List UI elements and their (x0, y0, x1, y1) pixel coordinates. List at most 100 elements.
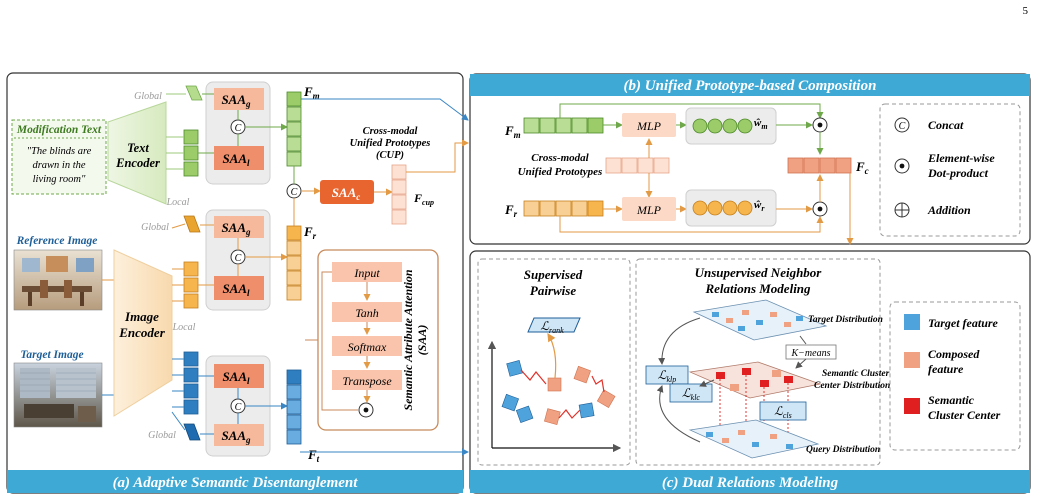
saa-step-transpose: Transpose (342, 374, 392, 388)
panel-a-caption: (a) Adaptive Semantic Disentanglement (113, 475, 359, 491)
pb-mlp-bottom (622, 197, 676, 221)
l-klp-label: ℒklp (658, 368, 676, 384)
legend-addition-icon (894, 202, 910, 218)
ref-global-label: Global (141, 222, 169, 233)
tgt-saa-g-label: SAAg (221, 428, 251, 445)
kmeans-box (785, 344, 837, 360)
text-encoder (107, 101, 167, 205)
text-local-tokens (183, 129, 199, 177)
legend-composed-line1: Composed (928, 347, 980, 361)
legend-cluster-swatch (904, 398, 920, 414)
cup-column (391, 164, 407, 225)
pb-cup-line1: Cross-modal (531, 152, 589, 164)
saa-step-arrows (321, 271, 371, 411)
semantic-line2: Center Distribution (814, 381, 890, 391)
l-rank-label: ℒrank (540, 319, 564, 335)
pb-wr-circles (692, 200, 753, 216)
pb-dot-bottom-center (817, 206, 823, 212)
legend-dot-center (899, 163, 905, 169)
saa-dot-center (363, 407, 369, 413)
fr-label: Fr (303, 224, 317, 241)
center-concat-symbol: C (291, 187, 298, 198)
semantic-line1: Semantic Cluster (822, 369, 890, 379)
text-local-links (166, 136, 184, 170)
l-rank-box (527, 317, 581, 333)
saa-step-tanh: Tanh (355, 306, 379, 320)
ref-global-link (171, 223, 186, 229)
image-encoder-line1: Image (124, 309, 159, 324)
text-saa-g-label: SAAg (221, 92, 251, 109)
fm-label: Fm (303, 84, 320, 101)
legend-addition-label: Addition (927, 203, 971, 217)
query-distribution-label: Query Distribution (806, 445, 880, 455)
text-encoder-line1: Text (127, 141, 149, 155)
panel-b-title: (b) Unified Prototype-based Composition (624, 78, 877, 94)
pb-fm-row (523, 117, 604, 134)
tgt-local-tokens (183, 351, 199, 415)
saa-c (320, 180, 374, 204)
pb-dot-top-center (817, 122, 823, 128)
quote-line-1: "The blinds are (27, 146, 92, 157)
saa-c-label: SAAc (332, 185, 361, 202)
text-saa-l (214, 146, 264, 170)
image-local-label: Local (172, 322, 196, 333)
legend-dot-line1: Element-wise (927, 151, 995, 165)
pb-wm-label: ŵm (753, 117, 768, 131)
target-distribution-label: Target Distribution (808, 315, 883, 325)
pb-fr-row (523, 200, 604, 217)
text-saa-l-label: SAAl (222, 151, 250, 168)
legend-concat-label: Concat (928, 118, 964, 132)
quote-line-3: living room" (33, 174, 86, 185)
pb-fc-row (787, 157, 852, 174)
saa-title-line1: Semantic Attribute Attention (401, 269, 415, 410)
image-encoder-line2: Encoder (118, 325, 165, 340)
pb-fr-skip (559, 216, 824, 233)
legend-dot-line2: Dot-product (927, 166, 989, 180)
text-concat-symbol: C (235, 123, 242, 134)
l-cls-label: ℒcls (774, 404, 792, 420)
ref-saa-g (214, 216, 264, 238)
tgt-local-links (172, 358, 184, 408)
ref-saa-g-label: SAAg (221, 220, 251, 237)
ft-column (286, 369, 302, 445)
pb-wm-circles (692, 118, 753, 134)
fm-to-panel-b-arrow (301, 98, 469, 121)
page-number: 5 (1023, 5, 1029, 17)
ref-global-token (183, 215, 201, 233)
ref-saa-l-label: SAAl (222, 281, 250, 298)
image-encoder (113, 249, 173, 417)
saa-step-input: Input (353, 266, 380, 280)
target-image (13, 362, 103, 428)
kmeans-in (799, 335, 807, 345)
pb-fm-label: Fm (504, 123, 521, 140)
legend-target-label: Target feature (928, 316, 999, 330)
ref-concat-symbol: C (235, 253, 242, 264)
query-distribution-points (706, 430, 793, 449)
supervised-line2: Pairwise (530, 283, 576, 298)
text-local-label: Local (166, 197, 190, 208)
panel-c-caption: (c) Dual Relations Modeling (662, 475, 839, 491)
ft-label: Ft (307, 447, 320, 464)
saa-step-softmax: Softmax (348, 340, 387, 354)
legend-target-swatch (904, 314, 920, 330)
pc-legend (889, 301, 1021, 451)
target-image-title: Target Image (20, 349, 83, 361)
tgt-saa-links (198, 375, 288, 435)
legend-cluster-line2: Cluster Center (928, 408, 1001, 422)
pb-fm-skip (559, 103, 824, 119)
fr-column (286, 225, 302, 301)
l-klc-label: ℒklc (682, 386, 700, 402)
l-klp-box (645, 365, 689, 385)
tgt-saa-l-label: SAAl (222, 369, 250, 386)
modification-text-title: Modification Text (16, 124, 102, 136)
supervised-axes (487, 340, 622, 453)
text-global-label: Global (134, 91, 162, 102)
reference-image (13, 249, 103, 311)
saa-module-steps (332, 262, 402, 390)
tgt-global-token (183, 423, 201, 441)
ref-saa-links (198, 224, 288, 286)
text-saa-links (198, 93, 288, 154)
legend-composed-swatch (904, 352, 920, 368)
pb-cup-row (605, 157, 670, 174)
l-klc-box (669, 383, 713, 403)
